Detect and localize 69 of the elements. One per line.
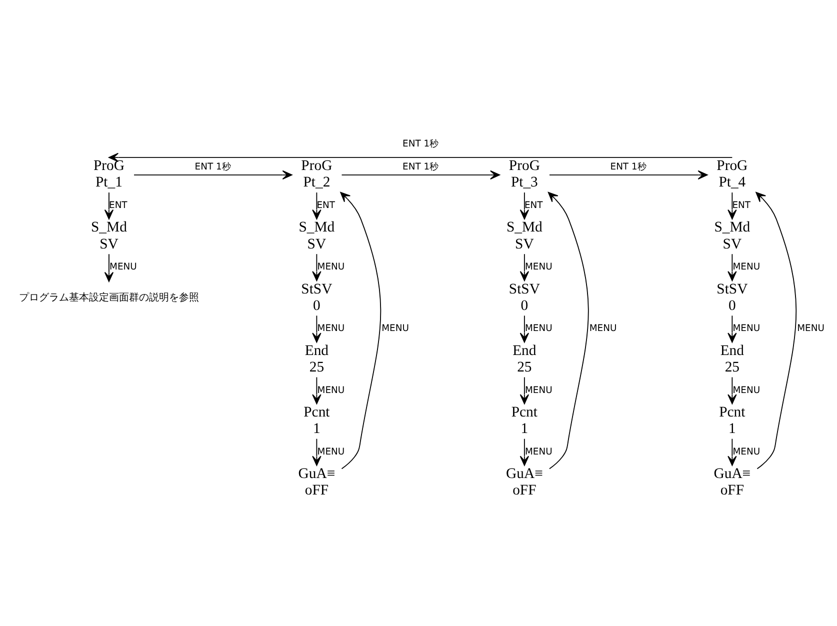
arrow [520, 253, 530, 281]
arrow [312, 192, 322, 219]
node-text: ProG Pt_3 [508, 158, 540, 190]
edge-label: ENT 1秒 [610, 160, 646, 172]
arrow [134, 170, 292, 180]
arrow [728, 376, 737, 404]
node-text: ProG Pt_2 [301, 158, 332, 190]
node-text: Pcnt 1 [719, 404, 746, 437]
edge-label: MENU [732, 261, 760, 272]
node-text: ProG Pt_1 [93, 158, 124, 190]
edge-label: MENU [732, 446, 760, 457]
edge-label: MENU [382, 322, 409, 334]
edge-label: MENU [525, 446, 552, 457]
edge-label: MENU [317, 446, 345, 457]
arrow [520, 438, 530, 466]
edge-label: MENU [525, 322, 552, 334]
node-text: S_Md SV [91, 219, 127, 252]
arrow [312, 253, 322, 281]
node-text: StSV 0 [301, 280, 332, 314]
node-text: ProG Pt_4 [716, 158, 748, 190]
node-text: GuA≡ oFF [506, 466, 543, 498]
edge-label: ENT 1秒 [402, 160, 439, 172]
edge-label: MENU [317, 384, 345, 396]
arrow [104, 192, 114, 219]
arrow [312, 438, 322, 466]
node-text: GuA≡ oFF [714, 466, 751, 498]
edge-label: MENU [317, 322, 345, 334]
edge-label: MENU [110, 261, 137, 272]
edge-label: MENU [797, 322, 824, 334]
edge-label: MENU [317, 261, 345, 272]
node-text: プログラム基本設定画面群の説明を参照 [18, 292, 199, 304]
arrow [520, 192, 530, 219]
edge-label: MENU [525, 261, 552, 272]
node-text: S_Md SV [506, 219, 542, 252]
arrow [520, 314, 530, 342]
arrow [756, 192, 797, 469]
arrow [728, 314, 737, 342]
arrow [312, 376, 322, 404]
arrow [728, 192, 737, 219]
edge-label: ENT 1秒 [194, 160, 231, 172]
arrow [728, 253, 737, 281]
arrow [340, 192, 382, 469]
arrow [312, 314, 322, 342]
arrow [341, 170, 500, 180]
node-text: End 25 [512, 342, 536, 375]
edge-label: MENU [525, 384, 552, 396]
edge-label: ENT [109, 200, 128, 211]
arrow [549, 170, 708, 180]
edge-label: MENU [732, 384, 760, 396]
arrow [548, 192, 589, 469]
node-text: End 25 [720, 342, 744, 375]
node-text: Pcnt 1 [511, 404, 538, 437]
node-text: GuA≡ oFF [298, 466, 336, 498]
edge-label: ENT [316, 200, 336, 211]
node-text: End 25 [304, 342, 329, 375]
node-text: Pcnt 1 [304, 404, 330, 437]
edge-label: MENU [732, 322, 760, 334]
node-text: S_Md SV [714, 219, 750, 252]
node-text: StSV 0 [508, 280, 540, 314]
arrow [104, 253, 114, 282]
node-text: StSV 0 [716, 280, 748, 314]
edge-label: ENT [524, 200, 543, 211]
arrow [728, 438, 737, 466]
arrow [520, 376, 530, 404]
edge-label: MENU [589, 322, 617, 334]
edge-label: ENT [732, 200, 751, 211]
node-text: S_Md SV [298, 219, 335, 252]
edge-label: ENT 1秒 [402, 138, 439, 149]
arrow [108, 152, 733, 162]
